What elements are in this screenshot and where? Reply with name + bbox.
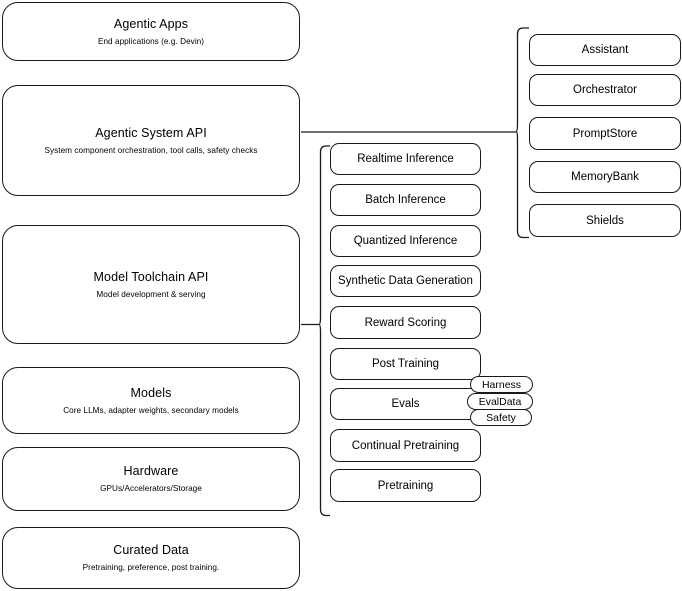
pill-label: Safety (486, 411, 516, 424)
layer-subtitle: Pretraining, preference, post training. (82, 563, 220, 573)
component-pretraining[interactable]: Pretraining (330, 469, 481, 502)
component-label: MemoryBank (571, 171, 639, 183)
component-evals[interactable]: Evals (330, 388, 481, 420)
component-label: Orchestrator (573, 84, 637, 96)
layer-title: Agentic Apps (113, 16, 189, 31)
component-memorybank[interactable]: MemoryBank (529, 161, 681, 193)
component-label: Synthetic Data Generation (338, 275, 473, 287)
component-quantized-inference[interactable]: Quantized Inference (330, 225, 481, 257)
component-label: Pretraining (377, 479, 434, 492)
component-label: Quantized Inference (353, 235, 458, 247)
brace-system-components (515, 27, 529, 239)
component-label: PromptStore (572, 127, 638, 140)
component-label: Evals (391, 398, 420, 410)
layer-subtitle: System component orchestration, tool cal… (44, 145, 258, 155)
layer-model-toolchain-api[interactable]: Model Toolchain API Model development & … (2, 225, 300, 344)
layer-subtitle: Core LLMs, adapter weights, secondary mo… (63, 405, 239, 415)
brace-toolchain-components (318, 145, 330, 517)
pill-safety[interactable]: Safety (470, 409, 532, 426)
component-label: Post Training (371, 358, 440, 370)
layer-subtitle: End applications (e.g. Devin) (97, 36, 205, 46)
component-synthetic-data-generation[interactable]: Synthetic Data Generation (330, 265, 481, 297)
layer-title: Models (130, 385, 172, 400)
component-batch-inference[interactable]: Batch Inference (330, 184, 481, 216)
component-promptstore[interactable]: PromptStore (529, 117, 681, 150)
component-orchestrator[interactable]: Orchestrator (529, 74, 681, 106)
layer-agentic-system-api[interactable]: Agentic System API System component orch… (2, 85, 300, 196)
component-label: Continual Pretraining (351, 439, 460, 452)
component-label: Shields (586, 214, 624, 227)
layer-title: Hardware (123, 464, 179, 479)
pill-label: Harness (481, 378, 522, 391)
component-reward-scoring[interactable]: Reward Scoring (330, 306, 481, 339)
layer-hardware[interactable]: Hardware GPUs/Accelerators/Storage (2, 447, 300, 511)
component-shields[interactable]: Shields (529, 204, 681, 237)
component-realtime-inference[interactable]: Realtime Inference (330, 143, 481, 175)
pill-label: EvalData (478, 395, 522, 408)
component-label: Batch Inference (365, 194, 446, 206)
component-continual-pretraining[interactable]: Continual Pretraining (330, 429, 481, 462)
component-post-training[interactable]: Post Training (330, 348, 481, 380)
pill-harness[interactable]: Harness (470, 376, 533, 393)
component-label: Reward Scoring (364, 316, 447, 329)
layer-subtitle: GPUs/Accelerators/Storage (100, 484, 202, 494)
layer-curated-data[interactable]: Curated Data Pretraining, preference, po… (2, 527, 300, 589)
layer-models[interactable]: Models Core LLMs, adapter weights, secon… (2, 367, 300, 434)
component-label: Realtime Inference (357, 153, 454, 165)
component-label: Assistant (581, 44, 629, 56)
layer-title: Model Toolchain API (93, 269, 209, 284)
layer-title: Agentic System API (95, 125, 207, 140)
layer-agentic-apps[interactable]: Agentic Apps End applications (e.g. Devi… (2, 2, 300, 61)
layer-title: Curated Data (113, 543, 189, 558)
component-assistant[interactable]: Assistant (529, 34, 681, 66)
layer-subtitle: Model development & serving (96, 289, 206, 299)
pill-evaldata[interactable]: EvalData (467, 393, 533, 410)
